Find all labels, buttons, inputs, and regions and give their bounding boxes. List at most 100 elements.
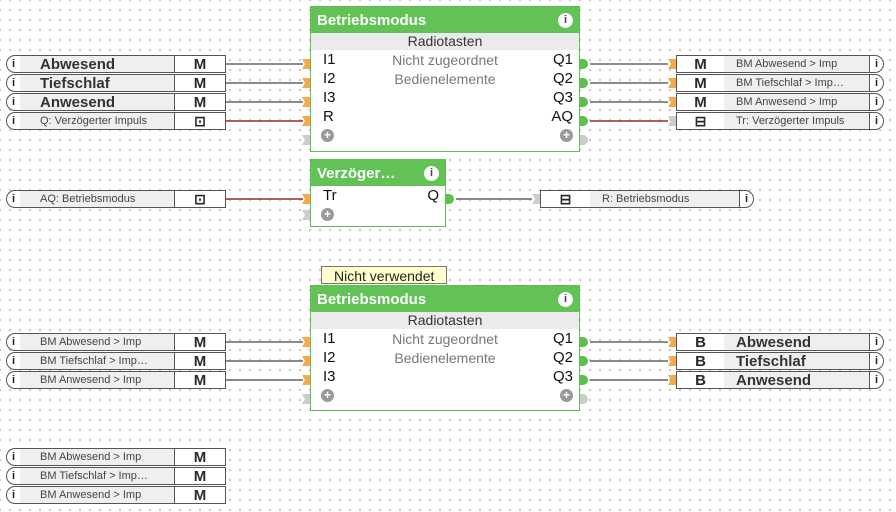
output-pin-label[interactable]: Q1	[552, 51, 573, 68]
input-connector-anwesend[interactable]: i Anwesend M	[6, 93, 226, 111]
input-connector-aq-betriebsmodus[interactable]: i AQ: Betriebsmodus ⊡	[6, 190, 226, 208]
block-note[interactable]: Nicht verwendet	[321, 266, 448, 284]
output-pin-label[interactable]: AQ	[551, 108, 573, 125]
function-block-betriebsmodus-unused[interactable]: Betriebsmodus i Radiotasten Nicht zugeor…	[310, 285, 580, 411]
function-block-verzoegerter-impuls[interactable]: Verzöger… i Tr Q +	[310, 159, 446, 227]
marker-connector-bm-abwesend[interactable]: i BM Abwesend > Imp M	[6, 448, 226, 466]
input-pin-label[interactable]: Tr	[323, 187, 337, 204]
memory-type-icon: M	[174, 55, 226, 73]
info-icon[interactable]: i	[6, 352, 20, 370]
info-icon[interactable]: i	[740, 190, 754, 208]
output-pin-label[interactable]: Q	[427, 187, 439, 204]
function-block-betriebsmodus[interactable]: Betriebsmodus i Radiotasten Nicht zugeor…	[310, 6, 580, 152]
memory-type-icon: M	[676, 55, 724, 73]
output-connector-bm-anwesend[interactable]: M BM Anwesend > Imp i	[676, 93, 884, 111]
output-connector-anwesend[interactable]: B Anwesend i	[676, 371, 884, 389]
add-input-icon[interactable]: +	[321, 129, 334, 142]
block-header[interactable]: Betriebsmodus i	[311, 7, 579, 33]
output-pin-label[interactable]: Q2	[552, 70, 573, 87]
connector-label: BM Tiefschlaf > Imp…	[20, 467, 174, 485]
memory-type-icon: M	[174, 371, 226, 389]
input-connector-bm-anwesend[interactable]: i BM Anwesend > Imp M	[6, 371, 226, 389]
info-icon[interactable]: i	[6, 55, 20, 73]
input-connector-bm-tiefschlaf[interactable]: i BM Tiefschlaf > Imp… M	[6, 352, 226, 370]
info-icon[interactable]: i	[6, 74, 20, 92]
input-connector-bm-abwesend[interactable]: i BM Abwesend > Imp M	[6, 333, 226, 351]
output-pin-label[interactable]: Q3	[552, 89, 573, 106]
bool-type-icon: B	[676, 371, 724, 389]
block-add-row: +	[311, 205, 445, 224]
output-pin	[580, 375, 588, 385]
memory-type-icon: M	[174, 486, 226, 504]
output-pin	[580, 394, 588, 404]
info-icon[interactable]: i	[6, 467, 20, 485]
input-pin	[668, 78, 676, 88]
trigger-in-icon: ⊟	[676, 112, 724, 130]
input-pin-label[interactable]: I1	[323, 330, 336, 347]
info-icon[interactable]: i	[6, 371, 20, 389]
info-icon[interactable]: i	[6, 93, 20, 111]
output-pin-label[interactable]: Q1	[552, 330, 573, 347]
block-io-row: I3 Q3	[311, 367, 579, 386]
output-connector-abwesend[interactable]: B Abwesend i	[676, 333, 884, 351]
connector-label: Tr: Verzögerter Impuls	[724, 112, 870, 130]
info-icon[interactable]: i	[6, 190, 20, 208]
connector-label: Anwesend	[20, 93, 174, 111]
info-icon[interactable]: i	[870, 93, 884, 111]
input-pin-label[interactable]: I2	[323, 349, 336, 366]
memory-type-icon: M	[174, 467, 226, 485]
output-connector-bm-abwesend[interactable]: M BM Abwesend > Imp i	[676, 55, 884, 73]
info-icon[interactable]: i	[870, 55, 884, 73]
add-output-icon[interactable]: +	[560, 389, 573, 402]
connector-label: BM Anwesend > Imp	[20, 486, 174, 504]
output-connector-tiefschlaf[interactable]: B Tiefschlaf i	[676, 352, 884, 370]
output-pin-label[interactable]: Q2	[552, 349, 573, 366]
marker-connector-bm-anwesend[interactable]: i BM Anwesend > Imp M	[6, 486, 226, 504]
input-pin	[302, 375, 310, 385]
connector-label: BM Anwesend > Imp	[724, 93, 870, 111]
add-output-icon[interactable]: +	[560, 129, 573, 142]
block-io-row: Tr Q	[311, 186, 445, 205]
memory-type-icon: M	[174, 352, 226, 370]
info-icon[interactable]: i	[870, 112, 884, 130]
input-pin-label[interactable]: I2	[323, 70, 336, 87]
block-title: Verzöger…	[317, 164, 396, 182]
input-pin	[532, 194, 540, 204]
connector-label: Tiefschlaf	[20, 74, 174, 92]
block-header[interactable]: Betriebsmodus i	[311, 286, 579, 312]
marker-connector-bm-tiefschlaf[interactable]: i BM Tiefschlaf > Imp… M	[6, 467, 226, 485]
info-icon[interactable]: i	[6, 112, 20, 130]
output-pin-label[interactable]: Q3	[552, 368, 573, 385]
connector-label: R: Betriebsmodus	[590, 190, 740, 208]
info-icon[interactable]: i	[6, 486, 20, 504]
output-connector-r-betriebsmodus[interactable]: ⊟ R: Betriebsmodus i	[540, 190, 754, 208]
info-icon[interactable]: i	[558, 291, 573, 307]
add-input-icon[interactable]: +	[321, 208, 334, 221]
info-icon[interactable]: i	[6, 333, 20, 351]
input-pin-label[interactable]: R	[323, 108, 334, 125]
memory-type-icon: M	[174, 333, 226, 351]
input-pin-label[interactable]: I1	[323, 51, 336, 68]
input-connector-verzoegerter-impuls[interactable]: i Q: Verzögerter Impuls ⊡	[6, 112, 226, 130]
input-connector-tiefschlaf[interactable]: i Tiefschlaf M	[6, 74, 226, 92]
block-io-row: R AQ	[311, 107, 579, 126]
output-connector-tr-verzoegerter-impuls[interactable]: ⊟ Tr: Verzögerter Impuls i	[676, 112, 884, 130]
memory-type-icon: M	[174, 93, 226, 111]
connector-label: BM Abwesend > Imp	[20, 448, 174, 466]
info-icon[interactable]: i	[870, 371, 884, 389]
info-icon[interactable]: i	[558, 12, 573, 28]
add-input-icon[interactable]: +	[321, 389, 334, 402]
memory-type-icon: M	[174, 448, 226, 466]
input-pin-label[interactable]: I3	[323, 89, 336, 106]
info-icon[interactable]: i	[870, 333, 884, 351]
input-connector-abwesend[interactable]: i Abwesend M	[6, 55, 226, 73]
memory-type-icon: M	[676, 93, 724, 111]
info-icon[interactable]: i	[6, 448, 20, 466]
output-connector-bm-tiefschlaf[interactable]: M BM Tiefschlaf > Imp… i	[676, 74, 884, 92]
info-icon[interactable]: i	[870, 74, 884, 92]
info-icon[interactable]: i	[424, 165, 439, 181]
info-icon[interactable]: i	[870, 352, 884, 370]
block-header[interactable]: Verzöger… i	[311, 160, 445, 186]
block-io-row: Nicht zugeordnet I1 Q1	[311, 329, 579, 348]
input-pin-label[interactable]: I3	[323, 368, 336, 385]
